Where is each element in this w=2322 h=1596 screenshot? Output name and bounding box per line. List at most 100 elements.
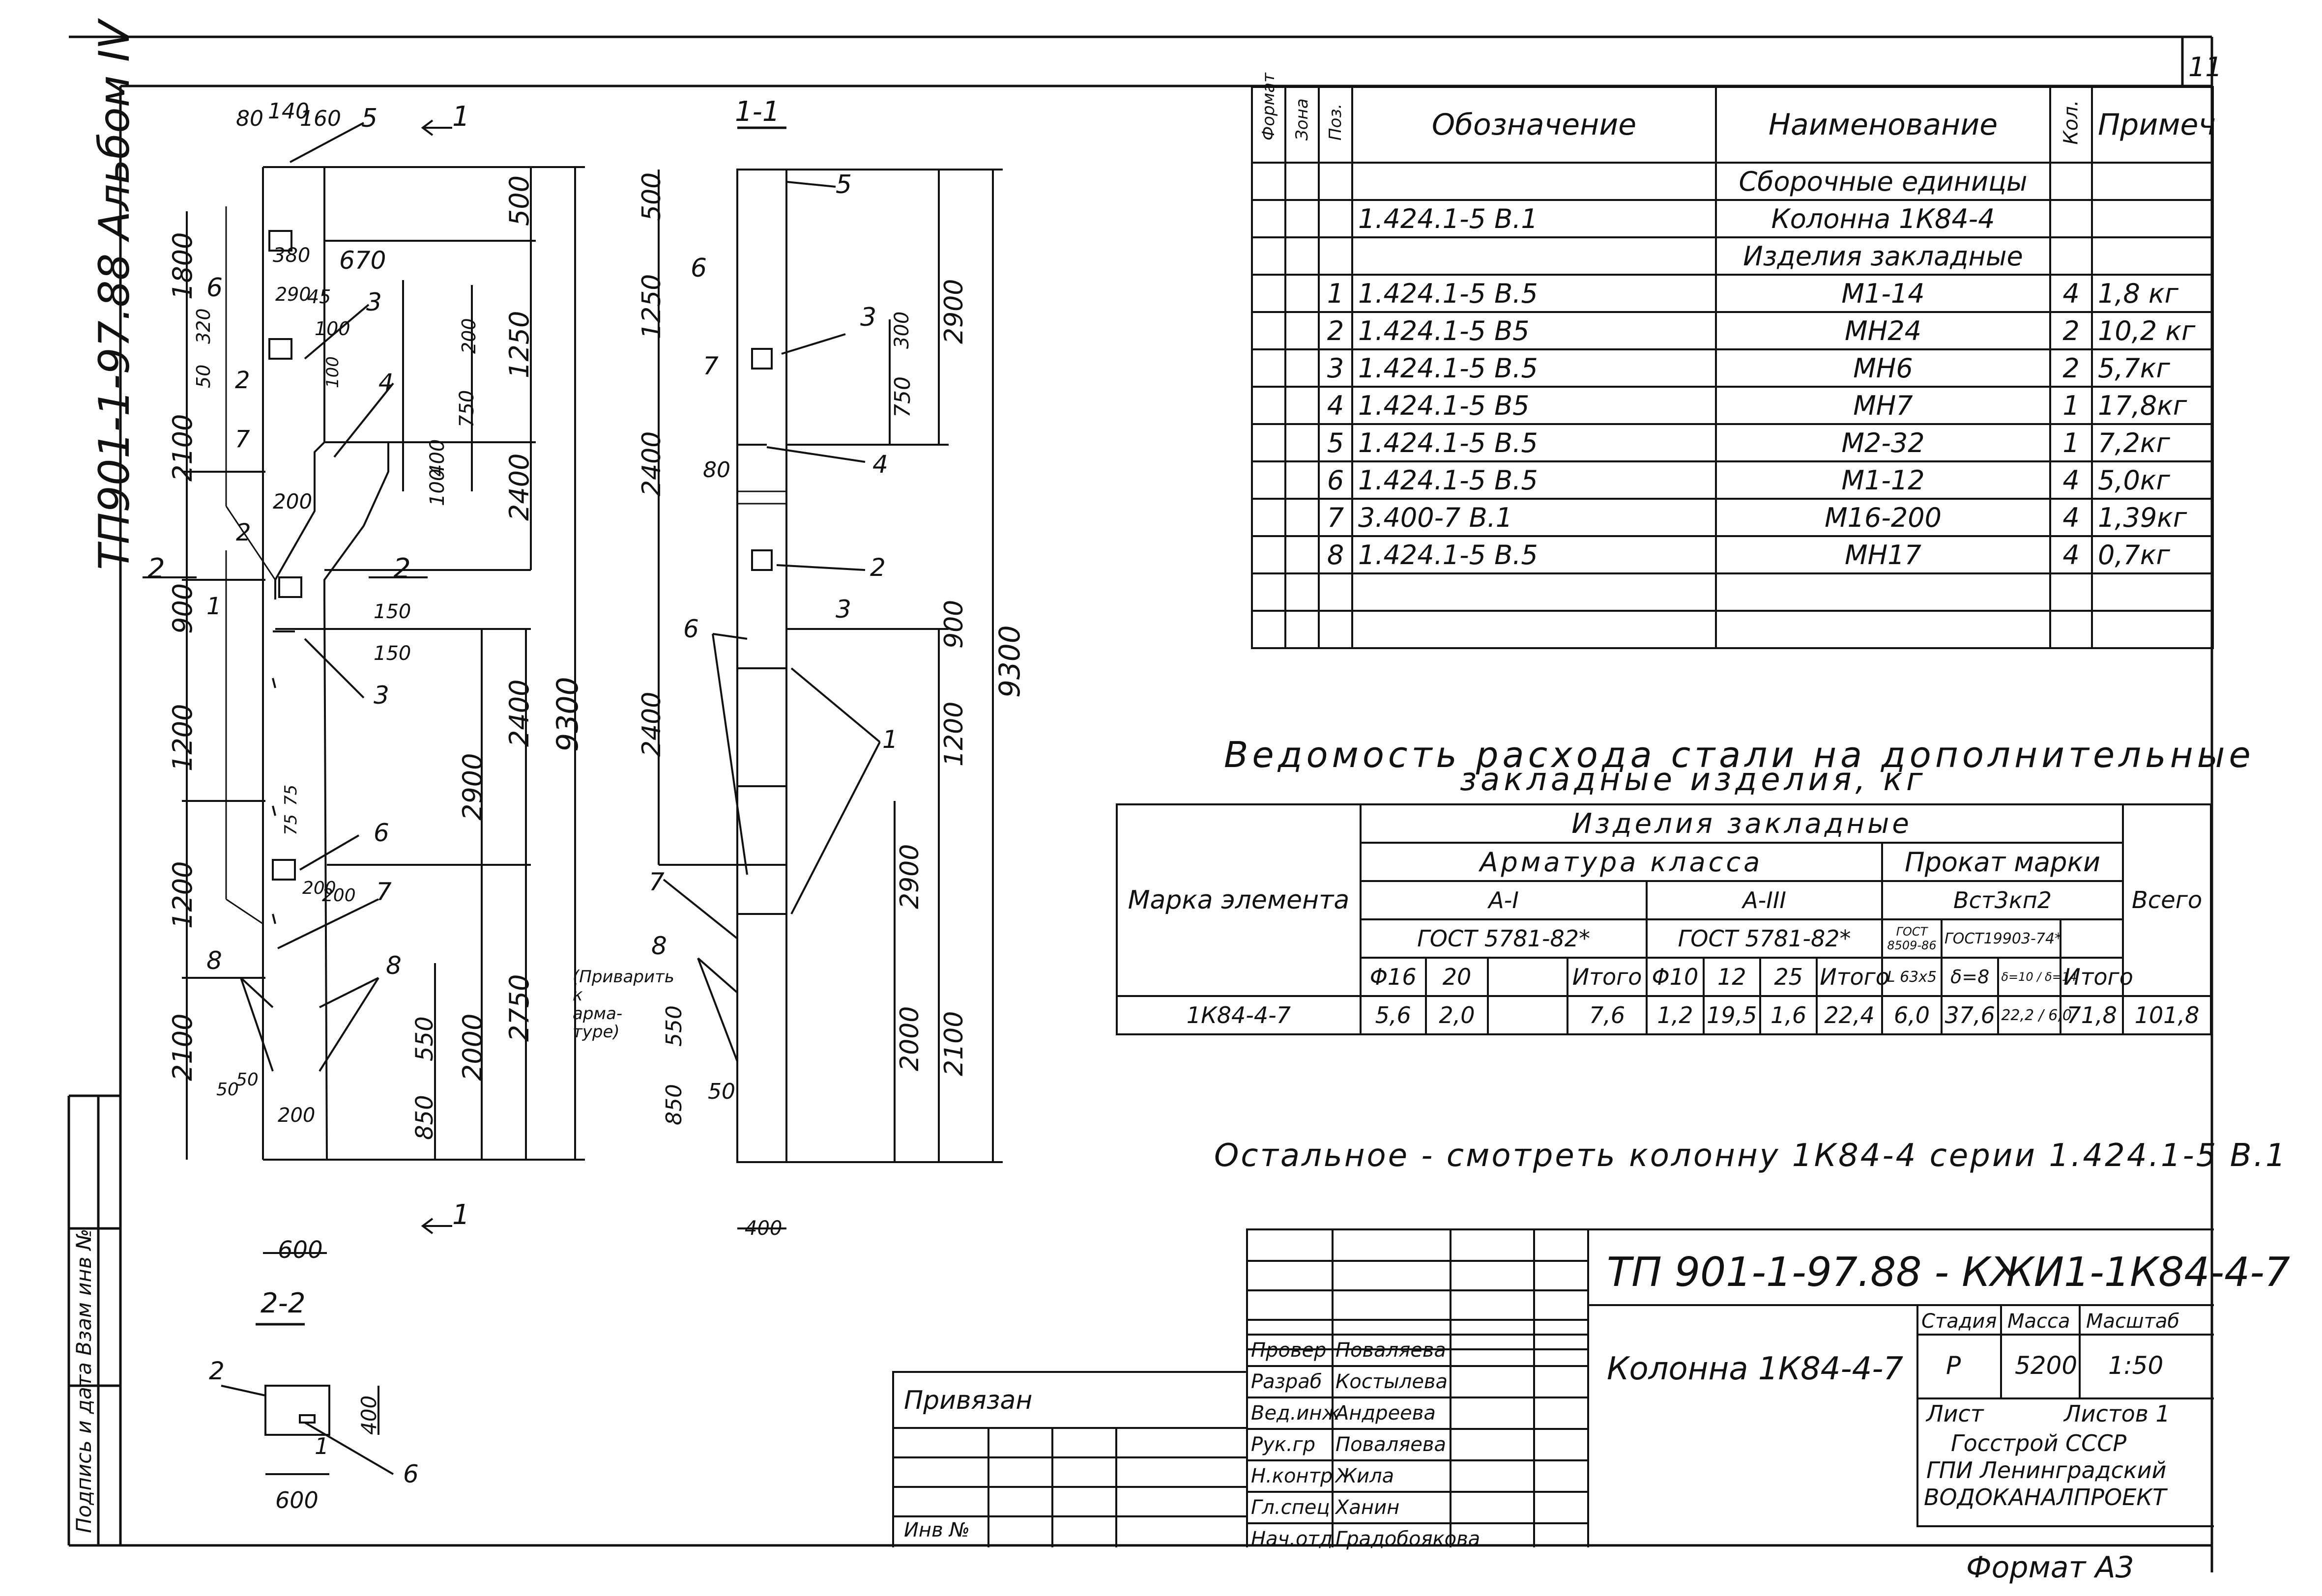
col-20: 20	[1424, 957, 1489, 997]
gost-2: ГОСТ 5781-82*	[1646, 918, 1883, 959]
spec-cell: 7,2кг	[2091, 423, 2214, 462]
col-zone: Зона	[1284, 86, 1320, 164]
spec-cell: 17,8кг	[2091, 386, 2214, 425]
role-title: Н.контр	[1251, 1465, 1333, 1487]
dim-label: 2100	[167, 1013, 198, 1081]
spec-cell	[2049, 162, 2093, 201]
col-qty-label: Кол.	[2060, 100, 2083, 145]
dim-label: 1	[315, 1433, 329, 1459]
section-1-1	[658, 126, 1003, 1229]
org-line-3: ВОДОКАНАЛПРОЕКТ	[1924, 1484, 2167, 1510]
spec-cell: 4	[2049, 535, 2093, 574]
dim-label: 200	[302, 878, 336, 898]
attach-line	[894, 1486, 1248, 1488]
sheets-label: Листов 1	[2064, 1400, 2170, 1427]
role-title: Нач.отд	[1251, 1528, 1333, 1550]
spec-cell: 1,8 кг	[2091, 274, 2214, 313]
dim-label: 140	[268, 99, 309, 124]
spec-cell: МН24	[1715, 311, 2051, 350]
spec-cell: МН7	[1715, 386, 2051, 425]
spec-cell: 1.424.1-5 В.5	[1351, 348, 1717, 388]
section-title: 2-2	[261, 1287, 306, 1319]
aiii-header: А-III	[1646, 880, 1883, 920]
spec-row: Сборочные единицы	[1251, 162, 2214, 201]
col-designation: Обозначение	[1351, 86, 1717, 164]
steel-cell: 71,8	[2060, 995, 2124, 1035]
grid-line	[1248, 1260, 1587, 1262]
dim-label: 200	[278, 1104, 316, 1127]
steel-cell: 7,6	[1566, 995, 1648, 1035]
steel-title-1: Ведомость расхода стали на дополнительны…	[1224, 734, 2255, 775]
dim-label: 850	[662, 1084, 687, 1125]
dim-label: 45	[307, 286, 331, 308]
col-pos-label: Поз.	[1326, 103, 1345, 141]
spec-cell	[1251, 311, 1286, 350]
gost-3: ГОСТ 8509-86	[1881, 918, 1943, 959]
spec-cell: 4	[2049, 274, 2093, 313]
spec-cell	[2049, 572, 2093, 612]
column-elevation	[143, 119, 585, 1254]
dim-label: 3	[374, 681, 389, 710]
dim-label: 3	[366, 288, 382, 316]
dim-label: 290	[275, 284, 311, 305]
attach-line	[894, 1427, 1248, 1429]
dim-label: 8	[386, 951, 402, 980]
dim-label: 5	[361, 104, 378, 133]
dim-label: 380	[273, 244, 311, 267]
dim-label: 7	[376, 878, 392, 906]
weld-note: (Приварить к арма- туре)	[573, 967, 674, 1042]
spec-cell: 6	[1318, 460, 1353, 500]
spec-cell: 1,39кг	[2091, 498, 2214, 537]
dim-label: 1800	[167, 232, 198, 300]
steel-cell: 22,4	[1816, 995, 1883, 1035]
dim-label: 4	[872, 450, 888, 479]
spec-cell	[1251, 274, 1286, 313]
spec-cell	[2091, 199, 2214, 238]
tb-vline	[2000, 1304, 2002, 1397]
format-label: Формат А3	[1966, 1550, 2134, 1585]
dim-label: 2	[236, 519, 251, 546]
spec-cell	[1284, 274, 1320, 313]
spec-cell	[1284, 236, 1320, 276]
dim-label: 3	[860, 303, 877, 332]
section-cut-label: 1	[452, 1199, 470, 1231]
steel-cell: 1,6	[1759, 995, 1818, 1035]
role-person: Градобоякова	[1335, 1528, 1480, 1550]
dim-label: 7	[703, 352, 719, 380]
steel-cell: 6,0	[1881, 995, 1943, 1035]
steel-cell: 22,2 / 6,0	[1997, 995, 2072, 1035]
dim-label: 2900	[939, 279, 969, 344]
dim-label: 2100	[167, 414, 198, 482]
section-title: 1-1	[735, 96, 780, 128]
dim-label: 2	[870, 553, 886, 582]
steel-cell: 37,6	[1940, 995, 2000, 1035]
col-itogo-1: Итого	[1566, 957, 1648, 997]
spec-cell	[1284, 162, 1320, 201]
gost-1: ГОСТ 5781-82*	[1359, 918, 1648, 959]
role-title: Провер	[1251, 1339, 1327, 1362]
dim-label: 150	[374, 642, 411, 665]
dim-label: 200	[458, 318, 480, 354]
attach-line	[894, 1456, 1248, 1458]
spec-cell	[1351, 236, 1717, 276]
note-text: Остальное - смотреть колонну 1К84-4 сери…	[1214, 1138, 2288, 1174]
dim-label: 100	[323, 356, 343, 388]
spec-cell: 3	[1318, 348, 1353, 388]
spec-cell	[1318, 610, 1353, 649]
dim-label: 400	[745, 1217, 783, 1240]
steel-cell	[1487, 995, 1568, 1035]
spec-cell	[1351, 610, 1717, 649]
role-title: Гл.спец	[1251, 1496, 1330, 1519]
dim-label: 6	[403, 1460, 419, 1488]
spec-cell: 4	[1318, 386, 1353, 425]
steel-table: Марка элемента Изделия закладные Всего А…	[1116, 803, 2212, 1035]
